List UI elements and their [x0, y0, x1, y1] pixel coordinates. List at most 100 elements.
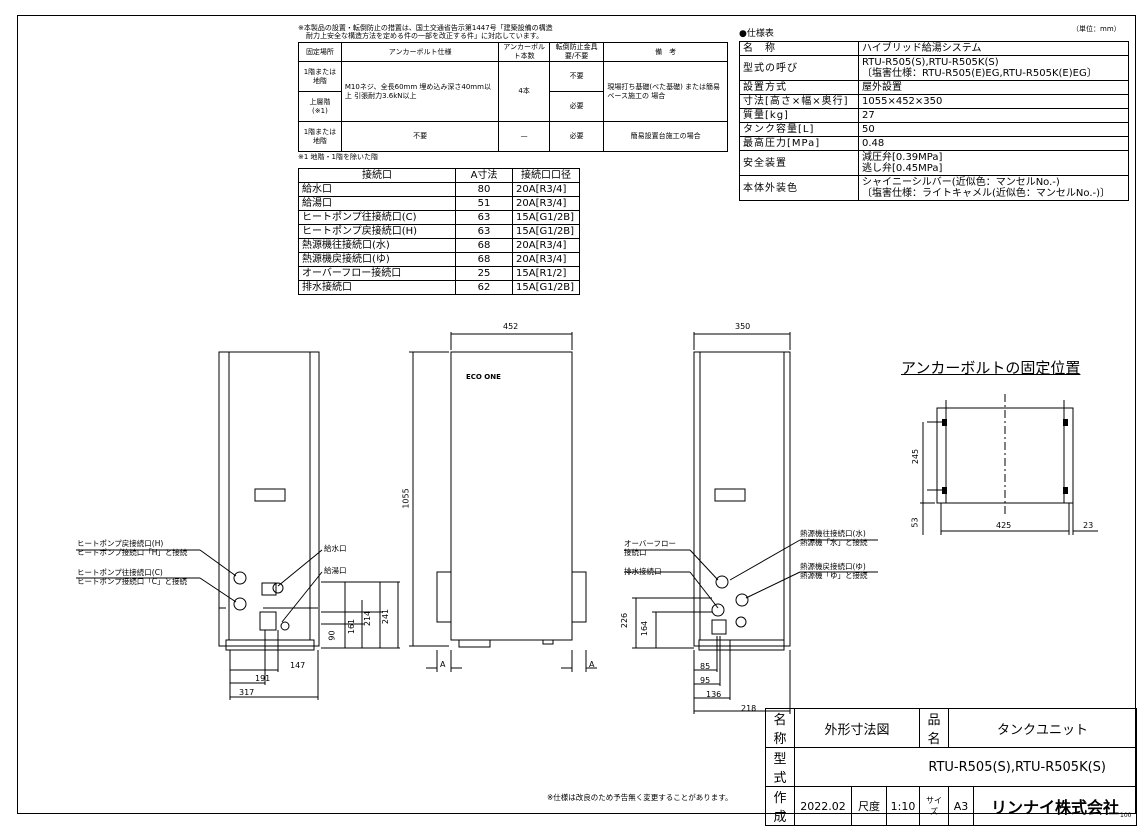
dim-23: 23	[1083, 521, 1094, 530]
callout-text: オーバーフロー	[624, 539, 676, 548]
spec-value-line: RTU-R505(S),RTU-R505K(S)	[862, 57, 999, 68]
callout-source-return: 熱源機戻接続口(ゆ) 熱源機「ゆ」と接続	[800, 562, 868, 580]
callout-hot-out: 給湯口	[324, 566, 347, 575]
spec-value-line: 0.48	[862, 138, 885, 149]
made-label: 作成	[765, 786, 795, 826]
dim-161: 161	[347, 618, 357, 635]
table-cell: 1階または地階	[298, 121, 342, 152]
spec-heading: ●仕様表	[739, 29, 774, 39]
callout-overflow: オーバーフロー 接続口	[624, 539, 676, 557]
spec-label: 本体外装色	[739, 175, 859, 201]
spec-value-line: 27	[862, 110, 875, 121]
table-cell: —	[498, 121, 550, 152]
spec-value-line: 50	[862, 124, 875, 135]
dim-a-right: A	[589, 660, 595, 669]
anchor-position-title: アンカーボルトの固定位置	[901, 359, 1081, 377]
dim-width: 452	[503, 322, 519, 331]
dim-136: 136	[706, 690, 722, 699]
hp-return-port	[233, 571, 247, 585]
dim-226: 226	[620, 612, 630, 629]
brand-logo: ECO ONE	[466, 373, 501, 381]
table-cell: 上層階(※1)	[298, 91, 342, 122]
spec-label: 安全装置	[739, 150, 859, 176]
table-cell: 簡易設置台施工の場合	[603, 121, 728, 152]
item-label: 品名	[919, 708, 949, 748]
callout-text: ヒートポンプ接続口「H」と接続	[77, 548, 188, 557]
size-label: サイズ	[919, 786, 949, 826]
spec-value-line: 減圧弁[0.39MPa]	[862, 152, 943, 163]
model-label: 型式	[765, 747, 795, 787]
table-cell: 現場打ち基礎(べた基礎) または簡易ベース施工の 場合	[603, 61, 728, 122]
dim-85: 85	[700, 662, 711, 671]
table-cell: 不要	[340, 121, 500, 152]
callout-text: 接続口	[624, 548, 647, 557]
dim-241: 241	[381, 608, 391, 625]
callout-hp-supply: ヒートポンプ往接続口(C) ヒートポンプ接続口「C」と接続	[77, 568, 187, 586]
dim-214: 214	[363, 610, 373, 627]
dim-53: 53	[910, 517, 920, 528]
spec-value-line: 〔塩害仕様：ライトキャメル(近似色：マンセルNo.-)〕	[862, 188, 1111, 199]
callout-text: 熱源機往接続口(水)	[800, 529, 866, 538]
dim-317: 317	[239, 688, 255, 697]
table-row: 安全装置減圧弁[0.39MPa]逃し弁[0.45MPa]	[739, 150, 1129, 176]
anchor-note-line: ※本製品の設置・転倒防止の措置は、国土交通省告示第1447号「建築設備の構造	[298, 24, 553, 32]
callout-hp-return: ヒートポンプ戻接続口(H) ヒートポンプ接続口「H」と接続	[77, 539, 187, 557]
callout-text: ヒートポンプ往接続口(C)	[77, 568, 163, 577]
spec-value-line: 逃し弁[0.45MPa]	[862, 163, 943, 174]
scale-label-text: 尺度	[858, 800, 880, 813]
table-row: 設置方式屋外設置	[739, 80, 1129, 95]
side-view-body	[218, 351, 320, 647]
callout-source-out: 熱源機往接続口(水) 熱源機「水」と接続	[800, 529, 868, 547]
callout-text: 熱源機「水」と接続	[800, 538, 868, 547]
bottom-note: ※仕様は改良のため予告無く変更することがあります。	[547, 793, 733, 802]
callout-drain: 排水接続口	[624, 567, 662, 576]
dim-a-left: A	[440, 660, 446, 669]
spec-value-line: 1055×452×350	[862, 96, 943, 107]
title-block: 名称 外形寸法図 品名 タンクユニット 型式 RTU-R505(S),RTU-R…	[765, 708, 1137, 826]
dim-218: 218	[741, 704, 757, 713]
table-cell: 15A[G1/2B]	[512, 280, 580, 295]
dim-164: 164	[640, 620, 650, 637]
spec-value-line: 〔塩害仕様：RTU-R505(E)EG,RTU-R505K(E)EG〕	[862, 68, 1097, 79]
item-name: タンクユニット	[948, 708, 1137, 748]
size-value: A3	[948, 786, 974, 826]
anchor-note: ※本製品の設置・転倒防止の措置は、国土交通省告示第1447号「建築設備の構造 耐…	[298, 24, 553, 40]
dim-95: 95	[700, 676, 711, 685]
table-row: 名 称ハイブリッド給湯システム	[739, 41, 1129, 56]
name-label: 名称	[765, 708, 795, 748]
dim-147: 147	[290, 661, 306, 670]
table-row: 本体外装色シャイニーシルバー(近似色：マンセルNo.-)〔塩害仕様：ライトキャメ…	[739, 175, 1129, 201]
anchor-note-line: 耐力上安全な構造方法を定める件の一部を改正する件」に対応しています。	[306, 32, 544, 40]
table-header: アンカーボルト本数	[498, 42, 550, 62]
dim-height: 1055	[401, 488, 411, 509]
scale-label: 尺度	[851, 786, 887, 826]
callout-text: ヒートポンプ接続口「C」と接続	[77, 577, 188, 586]
dim-90: 90	[327, 630, 337, 641]
table-cell: M10ネジ、全長60mm 埋め込み深さ40mm以上 引張耐力3.6kN以上	[340, 61, 500, 122]
dim-191: 191	[255, 674, 271, 683]
drawing-code: 100	[1120, 812, 1132, 819]
spec-value-line: シャイニーシルバー(近似色：マンセルNo.-)	[862, 177, 1060, 188]
spec-value-line: ハイブリッド給湯システム	[862, 43, 982, 54]
company-name: リンナイ株式会社	[973, 786, 1137, 826]
callout-text: ヒートポンプ戻接続口(H)	[77, 539, 164, 548]
dim-425: 425	[996, 521, 1012, 530]
anchor-footnote: ※1 地階・1階を除いた階	[298, 153, 378, 161]
table-cell: 排水接続口	[298, 280, 456, 295]
callout-text: 熱源機戻接続口(ゆ)	[800, 562, 866, 571]
front-view-body	[450, 351, 573, 641]
rear-view-body	[693, 351, 791, 647]
drawing-name: 外形寸法図	[794, 708, 920, 748]
scale-value: 1:10	[886, 786, 920, 826]
dim-245: 245	[911, 448, 921, 465]
callout-water-in: 給水口	[324, 544, 347, 553]
spec-value-line: 屋外設置	[862, 82, 902, 93]
date: 2022.02	[794, 786, 852, 826]
